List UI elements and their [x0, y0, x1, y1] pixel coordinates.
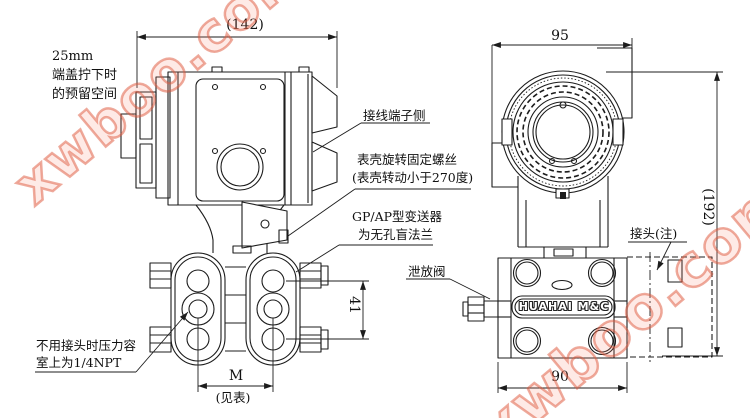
dim-m-note: (见表) [215, 390, 251, 405]
dim-m-label: M [228, 368, 244, 384]
dim-142-label: (142) [226, 17, 264, 33]
vent-valve-label: 泄放阀 [408, 264, 446, 279]
case-screw-note-line2: (表壳转动小于270度) [352, 170, 474, 185]
case-screw-note-line1: 表壳旋转固定螺丝 [357, 152, 458, 167]
side-view-housing [120, 66, 338, 253]
front-view-housing [491, 47, 633, 259]
clearance-note: 25mm 端盖拧下时 的预留空间 [52, 47, 117, 104]
brand-embossed-text: HUAHAI M&C [518, 300, 610, 313]
side-view-flange [149, 245, 329, 366]
connector-label: 接头(注) [630, 226, 678, 241]
front-view-flange [462, 252, 713, 362]
clearance-note-line1: 25mm [52, 49, 94, 64]
clearance-note-line2: 端盖拧下时 [52, 68, 118, 83]
npt-note-line1: 不用接头时压力容 [36, 338, 137, 353]
dim-41-label: 41 [346, 296, 362, 314]
terminal-side-label: 接线端子侧 [363, 108, 426, 123]
dim-90-label: 90 [551, 369, 569, 385]
dimension-lines [35, 31, 723, 393]
clearance-note-line3: 的预留空间 [52, 87, 118, 102]
flange-type-note-line2: 为无孔盲法兰 [358, 227, 434, 242]
flange-type-note-line1: GP/AP型变送器 [352, 209, 443, 224]
npt-note-line2: 室上为1/4NPT [36, 355, 122, 370]
dim-192-label: (192) [700, 188, 716, 226]
dim-95-label: 95 [551, 28, 569, 44]
